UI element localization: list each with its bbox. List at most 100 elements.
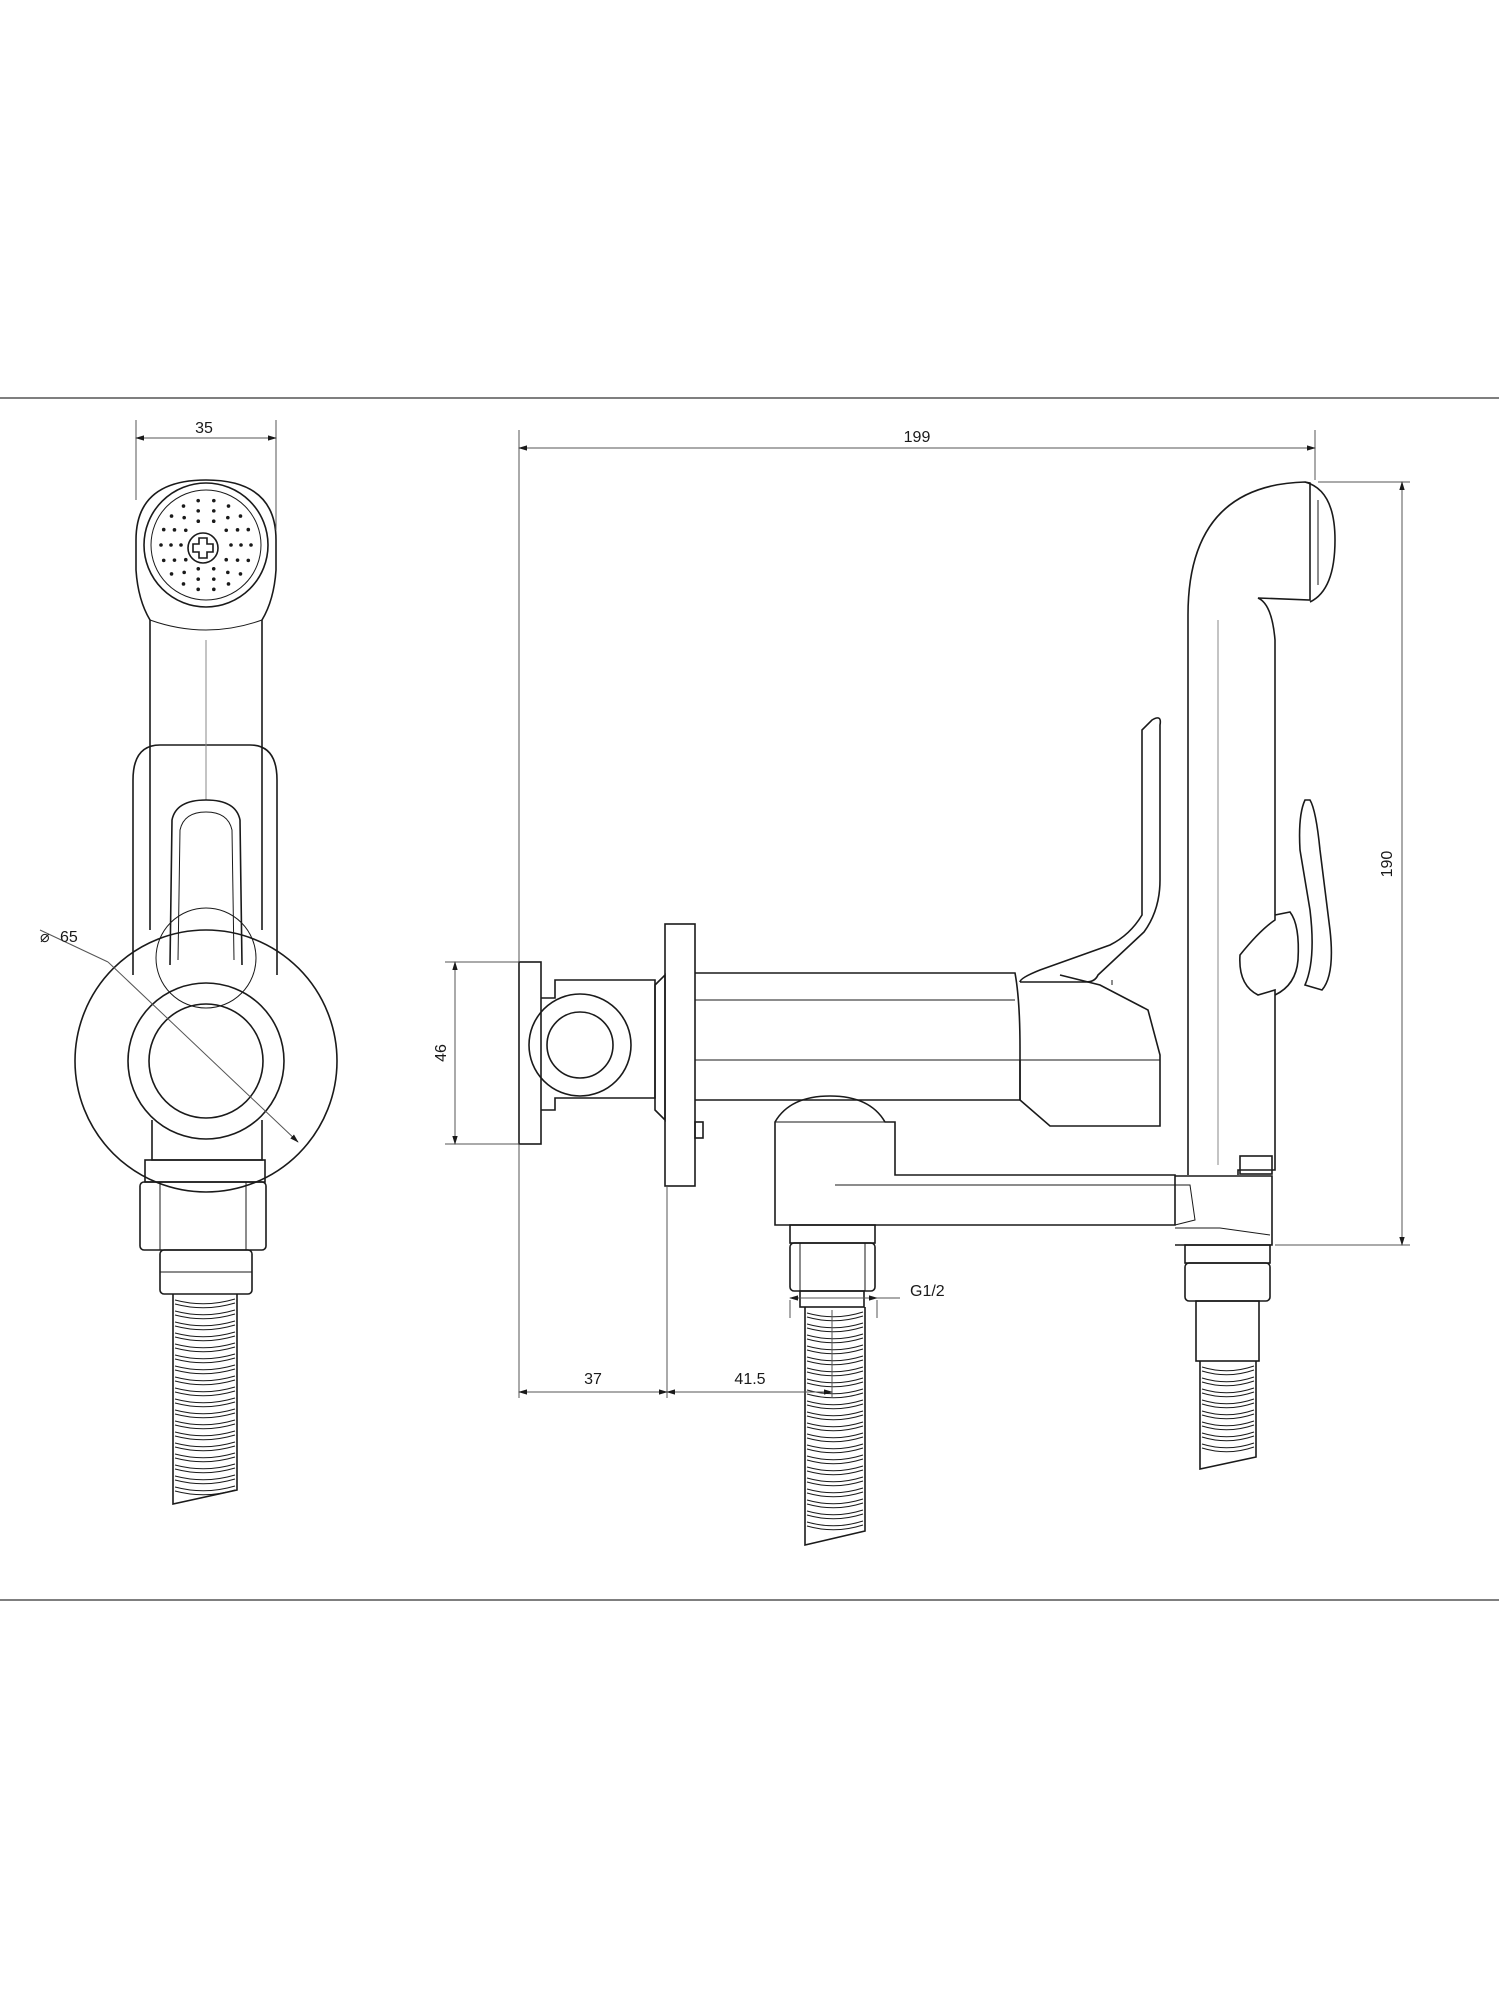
hose-braid <box>174 1357 236 1364</box>
inlet-outer-circle <box>528 993 632 1097</box>
nozzle-dot <box>226 515 230 520</box>
hose-braid <box>174 1408 236 1415</box>
hose-braid <box>1201 1413 1255 1420</box>
nozzle-dot <box>224 557 229 562</box>
tee-body <box>774 1095 1176 1226</box>
hose-braid <box>806 1509 864 1516</box>
nozzle-dot <box>196 587 200 592</box>
hose-braid <box>806 1344 864 1351</box>
dim-flange-to-inlet: 41.5 <box>734 1371 765 1388</box>
hose-braid <box>174 1379 236 1386</box>
wall-plate <box>518 961 542 1145</box>
hose-braid <box>806 1381 864 1388</box>
hose-braid <box>1201 1376 1255 1383</box>
nozzle-dot <box>179 543 183 547</box>
hose-braid <box>1201 1435 1255 1442</box>
nozzle-dot <box>181 582 186 586</box>
hose-braid <box>806 1333 864 1340</box>
hose-braid <box>174 1441 236 1448</box>
hose-braid <box>174 1353 236 1360</box>
hose-braid <box>806 1436 864 1443</box>
hose-braid <box>174 1412 236 1419</box>
hose-braid <box>174 1335 236 1342</box>
outlet-fitting <box>1184 1262 1271 1302</box>
union-outer-circle <box>127 982 285 1140</box>
handset-outline <box>135 479 277 930</box>
hose-braid <box>1201 1365 1255 1372</box>
inlet-ferrule <box>799 1290 865 1308</box>
nozzle-dot <box>246 527 251 532</box>
hose-braid <box>806 1392 864 1399</box>
hose-braid <box>174 1434 236 1441</box>
hose-braid <box>806 1454 864 1461</box>
nozzle-dot <box>159 543 163 547</box>
spray-head-side <box>1304 481 1336 603</box>
nozzle-dot <box>161 527 166 532</box>
dim-line-diameter <box>39 929 109 963</box>
nozzle-dot <box>196 509 201 513</box>
hose-braid <box>1201 1398 1255 1405</box>
escutcheon <box>664 923 696 1187</box>
hose-braid <box>1201 1409 1255 1416</box>
nozzle-dot <box>249 543 253 547</box>
hose-braid <box>174 1401 236 1408</box>
nozzle-dot <box>196 498 200 503</box>
hose-braid <box>174 1397 236 1404</box>
hose-braid <box>174 1430 236 1437</box>
hose-braid <box>806 1432 864 1439</box>
hose-braid <box>174 1309 236 1316</box>
hose-braid <box>1201 1424 1255 1431</box>
hose-braid <box>174 1302 236 1309</box>
nozzle-dot <box>211 519 216 524</box>
nozzle-dot <box>211 509 216 513</box>
nozzle-dot <box>212 587 216 592</box>
hose-braid <box>174 1485 236 1492</box>
hose-braid <box>806 1388 864 1395</box>
holder-clip <box>1274 911 1300 996</box>
hose-braid <box>174 1386 236 1393</box>
hose-braid <box>806 1366 864 1373</box>
hose-braid <box>174 1298 236 1305</box>
hose-braid <box>806 1421 864 1428</box>
inlet-inner-circle <box>546 1011 614 1079</box>
handle-lever <box>1019 974 1161 1127</box>
braided-hose-icon <box>804 1307 866 1547</box>
hose-braid <box>174 1445 236 1452</box>
hose-outline <box>804 1307 866 1547</box>
nozzle-dot <box>172 558 177 562</box>
hose-braid <box>806 1498 864 1505</box>
hose-braid <box>174 1452 236 1459</box>
hose-braid <box>174 1423 236 1430</box>
hose-braid <box>174 1313 236 1320</box>
hose-braid <box>1201 1391 1255 1398</box>
nozzle-dot <box>246 558 251 563</box>
hose-braid <box>806 1502 864 1509</box>
hose-braid <box>1201 1442 1255 1449</box>
hose-braid <box>1201 1369 1255 1376</box>
hose-braid <box>1201 1446 1255 1453</box>
hose-braid <box>806 1469 864 1476</box>
dim-overall-length: 199 <box>904 429 931 446</box>
hose-braid <box>1201 1402 1255 1409</box>
dim-wall-to-flange: 37 <box>584 1371 602 1388</box>
nozzle-dot <box>196 566 201 571</box>
dim-inlet-height: 46 <box>433 1044 450 1062</box>
nozzle-dot <box>183 528 188 533</box>
hex-nut-front <box>144 1159 266 1183</box>
hose-braid <box>174 1478 236 1485</box>
hose-outline <box>172 1294 238 1505</box>
hose-braid <box>174 1320 236 1327</box>
nozzle-dot <box>183 557 188 562</box>
hose-braid <box>806 1491 864 1498</box>
handset-neck-line <box>149 619 263 631</box>
hose-braid <box>174 1419 236 1426</box>
dim-thread: G1/2 <box>910 1283 945 1300</box>
hose-braid <box>806 1447 864 1454</box>
hose-braid <box>806 1476 864 1483</box>
spray-center-ring <box>187 532 219 564</box>
hose-braid <box>806 1322 864 1329</box>
handle-block <box>1019 717 1162 983</box>
nozzle-dot <box>169 572 174 576</box>
nozzle-dot <box>169 543 173 547</box>
